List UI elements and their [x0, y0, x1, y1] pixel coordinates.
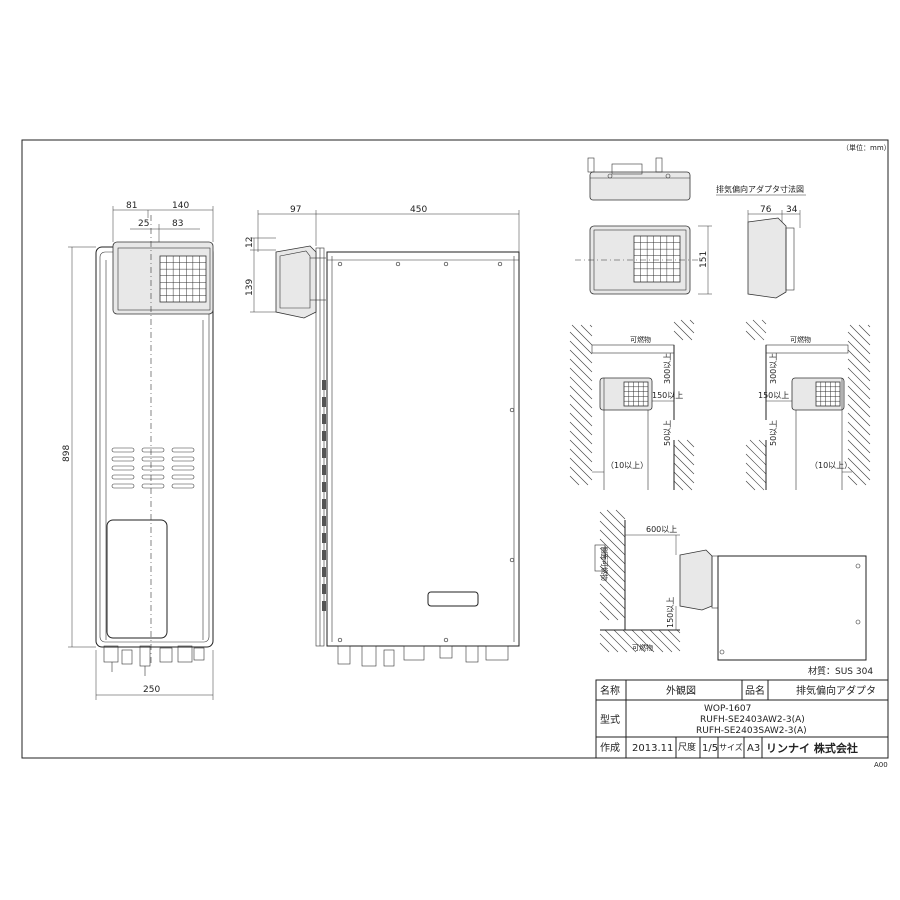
obstacle-label-r1: 可燃物 [790, 335, 811, 344]
dim-97: 97 [290, 205, 301, 215]
tb-name-value: 外観図 [666, 684, 696, 697]
dim-139: 139 [245, 279, 255, 296]
tb-date: 2013.11 [632, 743, 673, 754]
front-view: 81 140 25 83 898 250 [62, 201, 214, 700]
clear-side-r1: （10以上） [810, 461, 852, 470]
obstacle-label-s1: 可燃物 [632, 643, 653, 652]
dim-250: 250 [143, 685, 160, 695]
front-fittings [103, 645, 205, 676]
dim-151: 151 [699, 251, 709, 268]
sheet-border [21, 139, 889, 759]
dim-140: 140 [172, 201, 189, 211]
clear-side-l1: （10以上） [606, 461, 648, 470]
dim-76: 76 [760, 205, 772, 215]
side-fittings [337, 645, 509, 667]
clear-bottom-l1: 50以上 [663, 420, 672, 446]
revision: A00 [874, 761, 888, 769]
tb-product-label: 品名 [745, 684, 765, 697]
dim-25: 25 [138, 219, 149, 229]
adapter-views: 151 排気偏向アダプタ寸法図 76 34 [575, 157, 806, 299]
clear-low: 150以上 [666, 597, 675, 628]
front-mesh [159, 255, 207, 303]
side-screws [337, 261, 515, 643]
front-vents [111, 447, 195, 489]
adapter-title: 排気偏向アダプタ寸法図 [716, 184, 804, 194]
title-block: 名称 外観図 品名 排気偏向アダプタ 型式 WOP-1607 RUFH-SE24… [595, 679, 889, 759]
side-slots [322, 380, 326, 611]
dim-83: 83 [172, 219, 183, 229]
clear-top-l1: 300以上 [663, 353, 672, 384]
tb-model-label: 型式 [600, 713, 620, 726]
adapter-mesh [633, 235, 681, 283]
clear-bottom-r1: 50以上 [769, 420, 778, 446]
tb-name-label: 名称 [600, 684, 620, 697]
side-view: 97 450 12 139 [245, 205, 520, 667]
install-view-side: 側面可燃物 600以上 150以上 可燃物 [594, 509, 867, 661]
clear-high: 600以上 [646, 525, 677, 534]
tb-model-line-1: WOP-1607 [704, 704, 751, 714]
tb-size-label: サイズ [719, 742, 743, 752]
dim-898: 898 [62, 445, 72, 462]
tb-scale-label: 尺度 [678, 741, 696, 753]
unit-note: （単位：mm） [842, 143, 891, 152]
tb-model-line-2: RUFH-SE2403AW2-3(A) [700, 715, 805, 725]
side-nameplate [427, 591, 479, 607]
tb-made-label: 作成 [600, 742, 620, 754]
dim-12: 12 [245, 237, 255, 248]
clear-front-r1: 150以上 [758, 391, 789, 400]
tb-company: リンナイ 株式会社 [766, 741, 858, 755]
tb-size: A3 [747, 743, 760, 754]
tb-model-line-3: RUFH-SE2403SAW2-3(A) [696, 726, 807, 736]
install-view-right: 可燃物 300以上 150以上 50以上 （10以上） [745, 319, 871, 491]
install-view-left: 可燃物 300以上 150以上 50以上 （10以上） [569, 319, 695, 491]
dim-450: 450 [410, 205, 427, 215]
clear-top-r1: 300以上 [769, 353, 778, 384]
tb-product-value: 排気偏向アダプタ [796, 684, 876, 697]
clear-front-l1: 150以上 [652, 391, 683, 400]
tb-scale: 1/5 [702, 743, 718, 754]
dim-34: 34 [786, 205, 798, 215]
material-note: 材質：SUS 304 [808, 665, 873, 677]
obstacle-label-l1: 可燃物 [630, 335, 651, 344]
side-obstacle-label: 側面可燃物 [600, 546, 609, 581]
dim-81: 81 [126, 201, 137, 211]
